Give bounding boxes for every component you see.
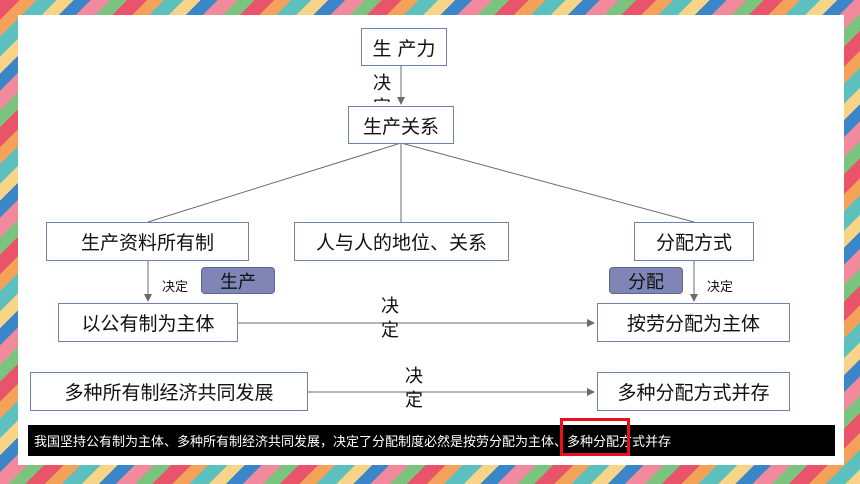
label-decide-left: 决定 <box>162 280 189 295</box>
node-relations: 生产关系 <box>348 106 454 144</box>
label-decide-mid1: 决定 <box>381 296 399 341</box>
label-decide-top: 决定 <box>373 73 391 102</box>
tag-production: 生产 <box>201 267 275 294</box>
tag-distribution: 分配 <box>609 267 683 294</box>
summary-text: 我国坚持公有制为主体、多种所有制经济共同发展，决定了分配制度必然是按劳分配为主体… <box>34 435 672 450</box>
node-multi-ownership: 多种所有制经济共同发展 <box>30 372 308 411</box>
line-relations-distribution <box>400 142 695 223</box>
node-status: 人与人的地位、关系 <box>294 222 509 261</box>
node-multi-distribution: 多种分配方式并存 <box>597 372 790 411</box>
node-labor-main: 按劳分配为主体 <box>597 303 790 342</box>
node-productivity: 生 产力 <box>361 28 447 66</box>
line-relations-ownership <box>147 142 402 223</box>
highlight-box <box>560 418 630 456</box>
summary-banner: 我国坚持公有制为主体、多种所有制经济共同发展，决定了分配制度必然是按劳分配为主体… <box>28 425 835 456</box>
node-ownership: 生产资料所有制 <box>46 222 249 261</box>
node-distribution: 分配方式 <box>634 222 754 261</box>
node-public-main: 以公有制为主体 <box>58 303 238 342</box>
label-decide-mid2: 决定 <box>405 366 423 411</box>
label-decide-right: 决定 <box>707 280 734 295</box>
